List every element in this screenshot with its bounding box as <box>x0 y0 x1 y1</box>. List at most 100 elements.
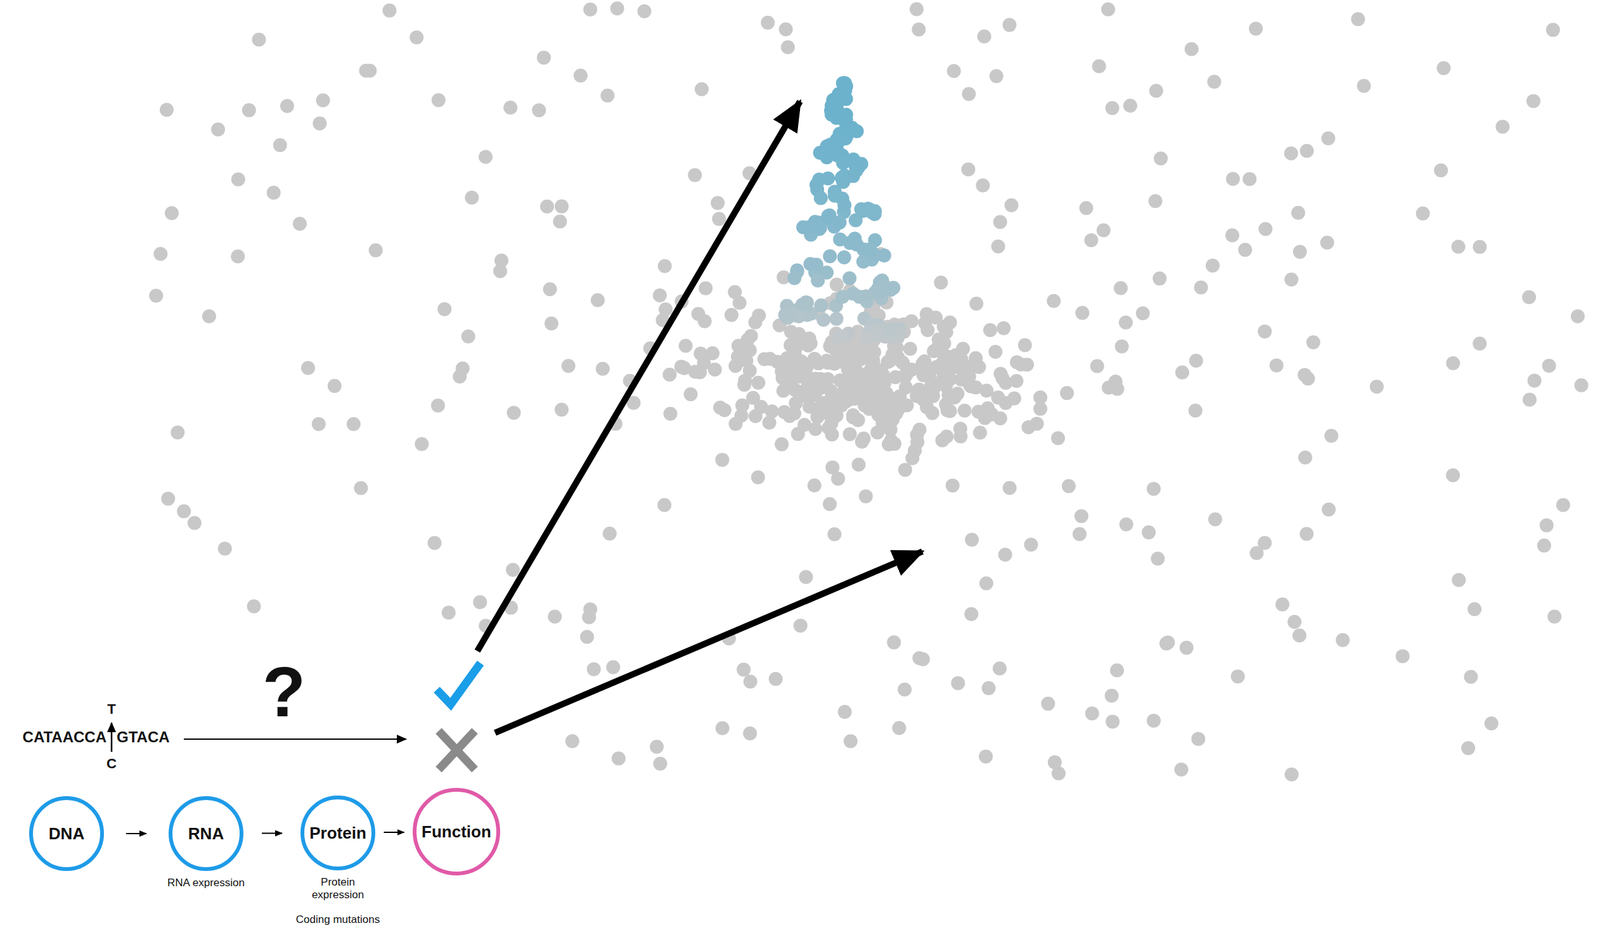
data-dot <box>788 334 803 349</box>
data-dot <box>507 405 522 420</box>
data-dot <box>968 351 983 366</box>
data-dot <box>910 387 925 402</box>
data-dot <box>202 309 217 324</box>
data-dot <box>824 427 839 442</box>
data-dot <box>1079 200 1094 215</box>
data-dot <box>834 329 849 344</box>
data-dot <box>810 273 825 288</box>
data-dot <box>687 167 702 182</box>
data-dot <box>846 286 861 301</box>
data-dot <box>988 344 1003 359</box>
data-dot <box>957 403 972 418</box>
data-dot <box>531 103 546 118</box>
data-dot <box>1184 42 1199 57</box>
data-dot <box>610 1 625 16</box>
data-dot <box>832 387 847 402</box>
check-mark <box>436 663 481 705</box>
data-dot <box>822 249 837 264</box>
data-dot <box>1014 357 1029 372</box>
data-dot <box>554 199 569 214</box>
data-dot <box>943 372 958 387</box>
data-dot <box>822 496 837 511</box>
data-dot <box>1357 79 1372 94</box>
data-dot <box>825 460 840 475</box>
data-dot <box>1293 244 1308 259</box>
data-dot <box>658 259 672 274</box>
sequence-text: GTACA <box>116 729 170 745</box>
flow-arrow <box>261 832 283 835</box>
data-dot <box>187 516 202 530</box>
data-dot <box>161 491 175 506</box>
data-dot <box>1188 403 1203 418</box>
data-dot <box>912 422 927 437</box>
data-dot <box>874 369 889 384</box>
data-dot <box>916 368 931 383</box>
data-dot <box>678 339 693 354</box>
data-dot <box>715 721 730 736</box>
data-dot <box>1105 101 1120 116</box>
data-dot <box>1556 498 1571 513</box>
data-dot <box>1141 525 1156 540</box>
data-dot <box>858 489 873 504</box>
data-dot <box>382 3 397 18</box>
data-dot <box>715 452 730 467</box>
data-dot <box>779 22 794 37</box>
data-dot <box>358 63 373 78</box>
data-dot <box>803 371 818 386</box>
stage-note: Coding mutations <box>296 913 380 927</box>
data-dot <box>536 50 551 65</box>
data-dot <box>992 661 1007 676</box>
data-dot <box>1269 358 1284 373</box>
data-dot <box>1257 536 1272 551</box>
data-dot <box>1463 670 1478 684</box>
data-dot <box>909 2 924 17</box>
data-dot <box>953 421 968 436</box>
data-dot <box>1051 431 1065 446</box>
data-dot <box>710 195 725 210</box>
data-dot <box>587 662 601 677</box>
data-dot <box>1189 353 1204 368</box>
data-dot <box>839 112 854 127</box>
data-dot <box>910 434 925 449</box>
data-dot <box>1433 163 1448 178</box>
data-dot <box>1321 502 1336 517</box>
data-dot <box>782 306 797 321</box>
data-dot <box>727 285 742 300</box>
data-dot <box>1275 597 1290 612</box>
data-dot <box>1153 151 1168 166</box>
data-dot <box>1527 373 1542 388</box>
data-dot <box>975 178 990 193</box>
data-dot <box>803 336 818 351</box>
cross-mark <box>438 730 475 770</box>
data-dot <box>860 379 875 394</box>
data-dot <box>231 172 246 187</box>
data-dot <box>698 281 713 296</box>
data-dot <box>911 22 926 37</box>
data-dot <box>580 630 594 645</box>
data-dot <box>1096 223 1111 238</box>
data-dot <box>1242 171 1257 186</box>
data-dot <box>1075 306 1090 321</box>
circle-shape <box>31 798 103 870</box>
data-dot <box>851 457 866 472</box>
data-dot <box>897 682 912 697</box>
data-dot <box>1451 573 1466 588</box>
data-dot <box>581 610 596 625</box>
data-dot <box>1335 633 1350 648</box>
data-dot <box>1495 119 1510 134</box>
data-dot <box>838 76 852 91</box>
data-dot <box>311 417 326 432</box>
data-dot <box>993 214 1008 229</box>
data-dot <box>820 171 835 186</box>
data-dot <box>724 308 739 323</box>
data-dot <box>247 599 262 613</box>
data-dot <box>816 313 831 328</box>
data-dot <box>856 254 871 269</box>
circle-shape <box>170 798 242 870</box>
data-dot <box>964 607 979 622</box>
data-dot <box>1484 716 1499 731</box>
data-dot <box>807 478 822 493</box>
data-dot <box>1007 391 1022 406</box>
data-dot <box>985 407 1000 422</box>
data-dot <box>211 122 226 137</box>
